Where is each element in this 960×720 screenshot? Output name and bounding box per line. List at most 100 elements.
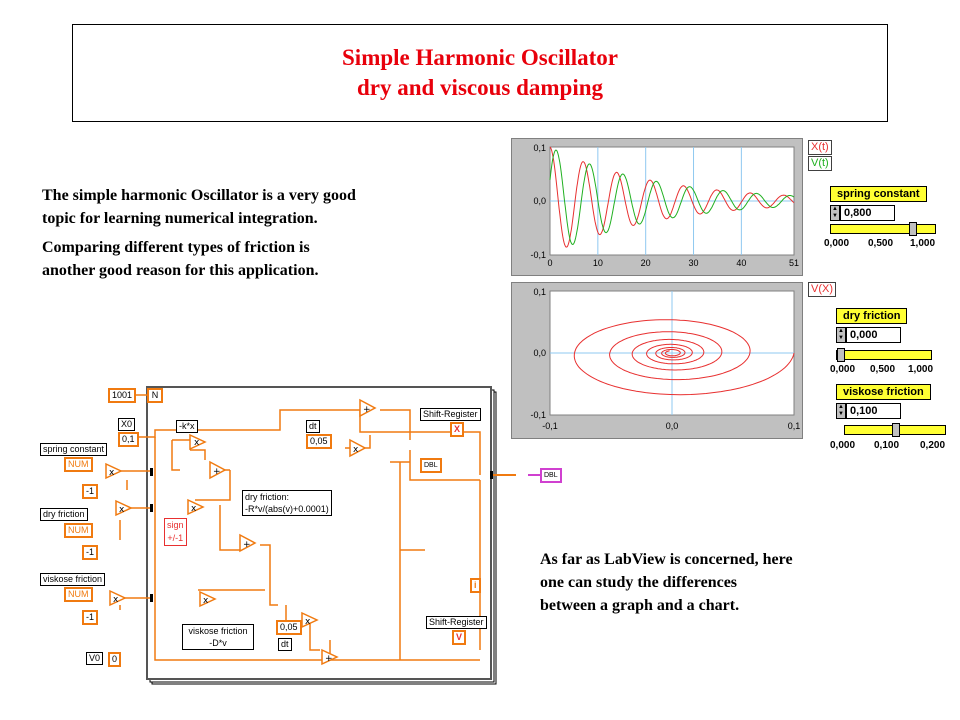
- y-tick-label: -0,1: [530, 410, 546, 420]
- x-tick-label: 20: [641, 258, 651, 268]
- svg-text:+: +: [213, 467, 221, 477]
- formula-line: viskose friction: [188, 626, 248, 636]
- svg-text:+: +: [363, 405, 371, 415]
- viscous-friction-slider[interactable]: [844, 423, 946, 437]
- viscous-friction-value[interactable]: 0,100: [846, 403, 901, 419]
- x-tick-label: 10: [593, 258, 603, 268]
- dry-friction-control: dry friction ▲▼ 0,000 0,000 0,500 1,000: [830, 308, 950, 375]
- paragraph-labview: As far as LabView is concerned, here one…: [540, 548, 793, 617]
- spring-constant-value[interactable]: 0,800: [840, 205, 895, 221]
- v-t-series-line: [549, 149, 795, 246]
- y-tick-label: 0,0: [533, 348, 546, 358]
- v0-label: V0: [86, 652, 104, 665]
- x-indicator: X: [450, 422, 465, 437]
- viscous-friction-control: viskose friction ▲▼ 0,100 0,000 0,100 0,…: [830, 384, 954, 451]
- dbl-node: DBL: [420, 458, 442, 473]
- viscous-friction-slider-thumb[interactable]: [892, 423, 900, 437]
- minus-kx-label: -k*x: [176, 420, 198, 433]
- dry-friction-formula: dry friction: -R*v/(abs(v)+0.0001): [242, 490, 332, 516]
- spring-constant-control: spring constant ▲▼ 0,800 0,000 0,500 1,0…: [824, 186, 944, 250]
- title-box: Simple Harmonic Oscillator dry and visco…: [72, 24, 888, 122]
- spring-constant-node-label: spring constant: [40, 443, 108, 456]
- slider-tick-label: 0,200: [920, 440, 946, 451]
- x0-value[interactable]: 0,1: [118, 432, 139, 447]
- slider-tick-label: 1,000: [908, 364, 934, 375]
- dt-value-2[interactable]: 0,05: [276, 620, 302, 635]
- neg1-constant: -1: [82, 610, 99, 625]
- slider-tick-label: 0,000: [830, 364, 856, 375]
- iteration-terminal: i: [470, 578, 481, 593]
- slider-tick-label: 0,100: [874, 440, 900, 451]
- n-constant[interactable]: 1001: [108, 388, 137, 403]
- paragraph-line: The simple harmonic Oscillator is a very…: [42, 187, 356, 204]
- slider-tick-label: 0,000: [824, 238, 850, 249]
- slider-tick-label: 0,000: [830, 440, 856, 451]
- time-chart: 0,1 0,0 -0,1 0 10 20 30 40 51: [530, 143, 799, 268]
- svg-text:x: x: [305, 617, 311, 627]
- dry-friction-label: dry friction: [836, 308, 908, 324]
- paragraph-line: one can study the differences: [540, 574, 738, 591]
- paragraph-line: between a graph and a chart.: [540, 597, 740, 614]
- svg-text:+: +: [325, 654, 333, 664]
- dry-friction-node-label: dry friction: [40, 508, 88, 521]
- dt-label-2: dt: [278, 638, 292, 651]
- dry-friction-slider-thumb[interactable]: [837, 348, 845, 362]
- sign-line: +/-1: [167, 533, 184, 543]
- v-indicator: V: [452, 630, 467, 645]
- paragraph-line: Comparing different types of friction is: [42, 239, 310, 256]
- dry-friction-spinner[interactable]: ▲▼: [836, 327, 846, 343]
- spring-constant-slider[interactable]: [830, 222, 936, 236]
- shift-register-label-2: Shift-Register: [426, 616, 487, 629]
- legend-v-x: V(X): [808, 282, 836, 297]
- svg-text:x: x: [119, 505, 125, 515]
- v0-value[interactable]: 0: [108, 652, 122, 667]
- output-indicator: DBL: [540, 468, 562, 483]
- x-tick-label: 30: [689, 258, 699, 268]
- num-control[interactable]: NUM: [64, 587, 93, 602]
- sign-line: sign: [167, 520, 184, 530]
- x0-label: X0: [118, 418, 136, 431]
- paragraph-line: another good reason for this application…: [42, 262, 319, 279]
- svg-text:x: x: [109, 468, 115, 478]
- phase-chart-panel: 0,1 0,0 -0,1 -0,1 0,0 0,1: [511, 282, 803, 439]
- dry-friction-slider[interactable]: [836, 348, 932, 362]
- viscous-friction-node-label: viskose friction: [40, 573, 106, 586]
- x-tick-label: 51: [789, 258, 799, 268]
- time-chart-x-ticks: 0 10 20 30 40 51: [547, 258, 799, 268]
- x-tick-label: 0,1: [788, 421, 801, 431]
- title-line-1: Simple Harmonic Oscillator: [342, 45, 618, 70]
- time-chart-panel: 0,1 0,0 -0,1 0 10 20 30 40 51: [511, 138, 803, 276]
- y-tick-label: 0,1: [533, 143, 546, 153]
- svg-text:x: x: [113, 595, 119, 605]
- num-control[interactable]: NUM: [64, 523, 93, 538]
- num-control[interactable]: NUM: [64, 457, 93, 472]
- legend-v-t: V(t): [808, 156, 832, 171]
- svg-text:x: x: [203, 596, 209, 606]
- slider-tick-label: 1,000: [910, 238, 936, 249]
- svg-text:x: x: [353, 445, 359, 455]
- dry-friction-value[interactable]: 0,000: [846, 327, 901, 343]
- operator-nodes: [105, 398, 377, 666]
- viscous-friction-formula: viskose friction -D*v: [182, 624, 254, 650]
- viscous-friction-spinner[interactable]: ▲▼: [836, 403, 846, 419]
- phase-chart: 0,1 0,0 -0,1 -0,1 0,0 0,1: [530, 287, 801, 431]
- x-tick-label: 0: [547, 258, 552, 268]
- neg1-constant: -1: [82, 484, 99, 499]
- shift-register-label: Shift-Register: [420, 408, 481, 421]
- svg-text:x: x: [194, 438, 200, 448]
- viscous-friction-label: viskose friction: [836, 384, 931, 400]
- block-diagram-wires: x+x xxx x+x +x+: [105, 386, 540, 685]
- y-tick-label: -0,1: [530, 250, 546, 260]
- svg-text:x: x: [191, 504, 197, 514]
- slider-tick-label: 0,500: [868, 238, 894, 249]
- paragraph-intro: The simple harmonic Oscillator is a very…: [42, 184, 356, 282]
- spring-constant-slider-thumb[interactable]: [909, 222, 918, 236]
- n-count-terminal: N: [147, 388, 163, 403]
- spring-constant-spinner[interactable]: ▲▼: [830, 205, 840, 221]
- y-tick-label: 0,0: [533, 196, 546, 206]
- x-tick-label: 40: [736, 258, 746, 268]
- title-line-2: dry and viscous damping: [356, 75, 604, 100]
- dt-value[interactable]: 0,05: [306, 434, 332, 449]
- x-tick-label: -0,1: [542, 421, 558, 431]
- paragraph-line: topic for learning numerical integration…: [42, 210, 318, 227]
